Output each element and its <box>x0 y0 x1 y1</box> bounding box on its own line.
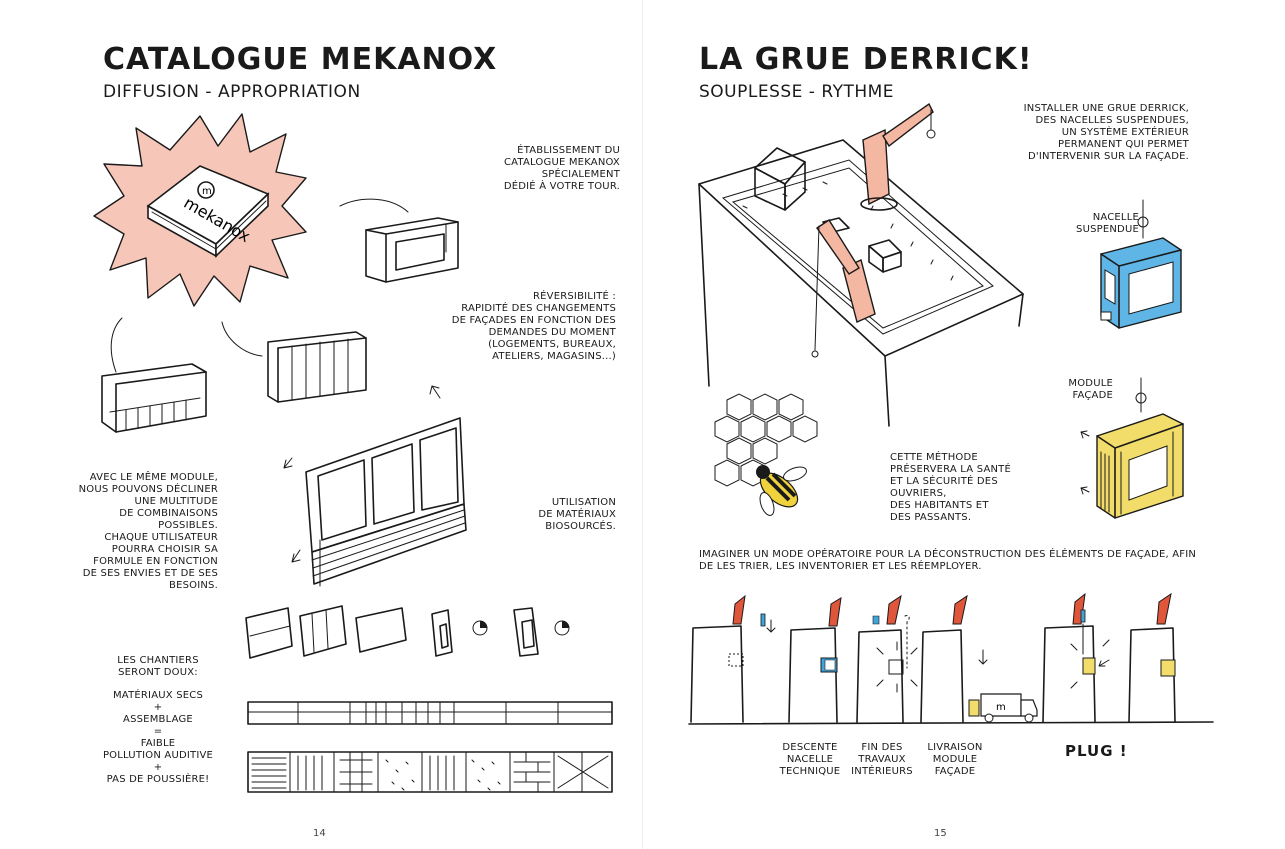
catalogue-logo-letter: m <box>202 186 212 197</box>
step-building-2 <box>789 598 841 722</box>
pattern-strip-top <box>248 702 612 724</box>
delivery-truck-icon: m <box>981 694 1037 722</box>
note-formula: MATÉRIAUX SECS + ASSEMBLAGE = FAIBLE POL… <box>102 690 214 785</box>
facade-pattern-strips <box>246 700 616 800</box>
step-label-3: LIVRAISON MODULE FAÇADE <box>927 742 983 777</box>
page-left: CATALOGUE MEKANOX DIFFUSION - APPROPRIAT… <box>0 0 642 849</box>
nacelle-illustration <box>1083 194 1193 344</box>
note-catalogue: ÉTABLISSEMENT DU CATALOGUE MEKANOX SPÉCI… <box>503 145 620 192</box>
note-crane: INSTALLER UNE GRUE DERRICK, DES NACELLES… <box>1023 103 1189 162</box>
page-subtitle-left: DIFFUSION - APPROPRIATION <box>103 82 361 102</box>
deconstruction-steps-diagram: m <box>689 588 1229 738</box>
tower-crane-illustration <box>693 100 1033 430</box>
page-title-left: CATALOGUE MEKANOX <box>103 42 498 77</box>
step-building-1 <box>691 596 775 722</box>
derrick-crane-bottom <box>812 220 875 357</box>
tower-roof <box>699 140 1023 356</box>
page-gutter <box>642 0 643 849</box>
note-module: AVEC LE MÊME MODULE, NOUS POUVONS DÉCLIN… <box>78 472 218 591</box>
step-building-6 <box>1129 594 1175 722</box>
step-building-3 <box>857 596 917 722</box>
note-reversibility: RÉVERSIBILITÉ : RAPIDITÉ DES CHANGEMENTS… <box>451 291 616 362</box>
step-building-4: m <box>921 596 1037 722</box>
step-label-1: DESCENTE NACELLE TECHNIQUE <box>779 742 841 777</box>
bee-icon <box>756 465 808 517</box>
balcony-module-sketch <box>96 362 216 442</box>
catalogue-starburst-illustration: m mekanox <box>90 108 310 308</box>
page-subtitle-right: SOUPLESSE - RYTHME <box>699 82 895 102</box>
note-nacelle: NACELLE SUSPENDUE <box>1076 212 1139 235</box>
large-facade-panel-sketch <box>300 410 480 590</box>
plug-label: PLUG ! <box>1065 742 1128 760</box>
window-module-sketch <box>358 212 468 292</box>
page-number-left: 14 <box>313 828 326 839</box>
note-materials: UTILISATION DE MATÉRIAUX BIOSOURCÉS. <box>538 497 616 532</box>
pattern-strip-bottom <box>248 752 612 792</box>
facade-module-illustration <box>1075 372 1195 542</box>
step-building-5 <box>1043 594 1109 722</box>
slatted-module-sketch <box>262 330 372 410</box>
module-variants-row <box>242 600 582 670</box>
catalogue-book: m mekanox <box>148 166 268 256</box>
page-right: LA GRUE DERRICK! SOUPLESSE - RYTHME <box>643 0 1285 849</box>
connector-curves <box>0 0 642 849</box>
note-method: CETTE MÉTHODE PRÉSERVERA LA SANTÉ ET LA … <box>890 452 1011 523</box>
page-title-right: LA GRUE DERRICK! <box>699 42 1033 77</box>
note-chantiers: LES CHANTIERS SERONT DOUX: <box>117 655 199 678</box>
page-number-right: 15 <box>934 828 947 839</box>
derrick-crane-top <box>861 104 935 210</box>
note-operating-mode: IMAGINER UN MODE OPÉRATOIRE POUR LA DÉCO… <box>699 549 1197 572</box>
note-module-facade: MODULE FAÇADE <box>1068 378 1113 401</box>
honeycomb-bee-illustration <box>707 392 817 532</box>
truck-logo-letter: m <box>996 702 1006 713</box>
step-label-2: FIN DES TRAVAUX INTÉRIEURS <box>851 742 913 777</box>
